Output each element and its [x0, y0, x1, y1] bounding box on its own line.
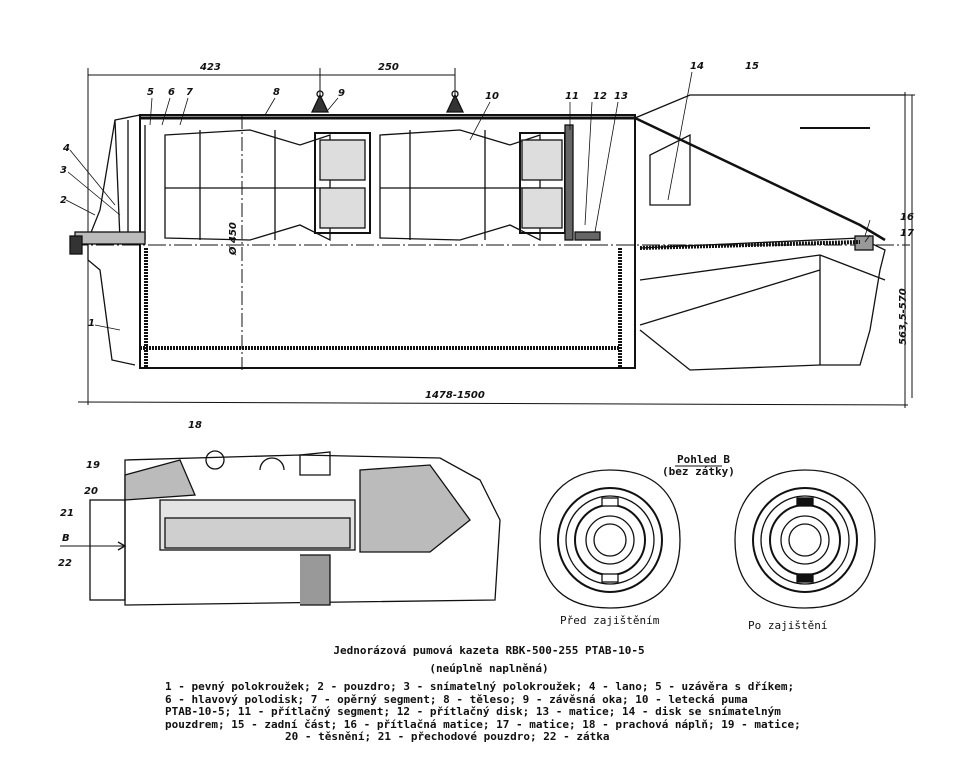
part-label-13: 13 [614, 91, 628, 102]
view-b-before [539, 469, 681, 609]
part-label-8: 8 [273, 87, 280, 98]
dim-span: 563,5-570 [898, 288, 909, 345]
view-b-subtitle: (bez zátky) [662, 465, 735, 478]
view-b-after [734, 469, 876, 609]
part-label-14: 14 [690, 61, 704, 72]
caption-subtitle: (neúplně naplněná) [429, 662, 549, 675]
dim-front-section: 423 [200, 62, 221, 73]
part-label-17: 17 [900, 228, 914, 239]
fuse-section-detail [60, 450, 501, 606]
part-label-19: 19 [86, 460, 100, 471]
legend-line: 6 - hlavový polodisk; 7 - opěrný segment… [165, 692, 748, 706]
part-label-3: 3 [60, 165, 67, 176]
part-label-2: 2 [60, 195, 67, 206]
legend-line: 1 - pevný polokroužek; 2 - pouzdro; 3 - … [165, 680, 795, 693]
part-label-22: 22 [58, 558, 72, 569]
view-b-title: Pohled B [677, 453, 730, 466]
parts-legend: 1 - pevný polokroužek; 2 - pouzdro; 3 - … [165, 680, 885, 744]
suspension-lugs [310, 90, 465, 113]
cassette-body [69, 114, 636, 369]
bombs [164, 124, 601, 242]
after-locking-label: Po zajištění [748, 619, 828, 632]
dim-diameter: Ø 450 [228, 222, 239, 255]
part-label-9: 9 [338, 88, 345, 99]
dim-overall-length: 1478-1500 [425, 390, 485, 401]
part-label-5: 5 [147, 87, 154, 98]
dim-lug-spacing: 250 [378, 62, 399, 73]
part-label-11: 11 [565, 91, 579, 102]
part-label-16: 16 [900, 212, 914, 223]
part-label-18: 18 [188, 420, 202, 431]
part-label-20: 20 [84, 486, 98, 497]
leader-lines [65, 71, 871, 331]
part-label-10: 10 [485, 91, 499, 102]
legend-line: 20 - těsnění; 21 - přechodové pouzdro; 2… [285, 730, 610, 743]
part-label-7: 7 [186, 87, 193, 98]
part-label-1: 1 [88, 318, 95, 329]
before-locking-label: Před zajištěním [560, 614, 660, 627]
part-label-12: 12 [593, 91, 607, 102]
tail-section [634, 94, 905, 371]
part-label-4: 4 [63, 143, 70, 154]
legend-line: pouzdrem; 15 - zadní část; 16 - přítlačn… [165, 717, 801, 731]
part-label-6: 6 [168, 87, 175, 98]
section-arrow-label: B [62, 533, 70, 544]
legend-line: PTAB-10-5; 11 - přítlačný segment; 12 - … [165, 705, 781, 718]
part-label-15: 15 [745, 61, 759, 72]
caption-title: Jednorázová pumová kazeta RBK-500-255 PT… [333, 644, 645, 657]
dimension-lines [70, 68, 915, 408]
part-label-21: 21 [60, 508, 74, 519]
